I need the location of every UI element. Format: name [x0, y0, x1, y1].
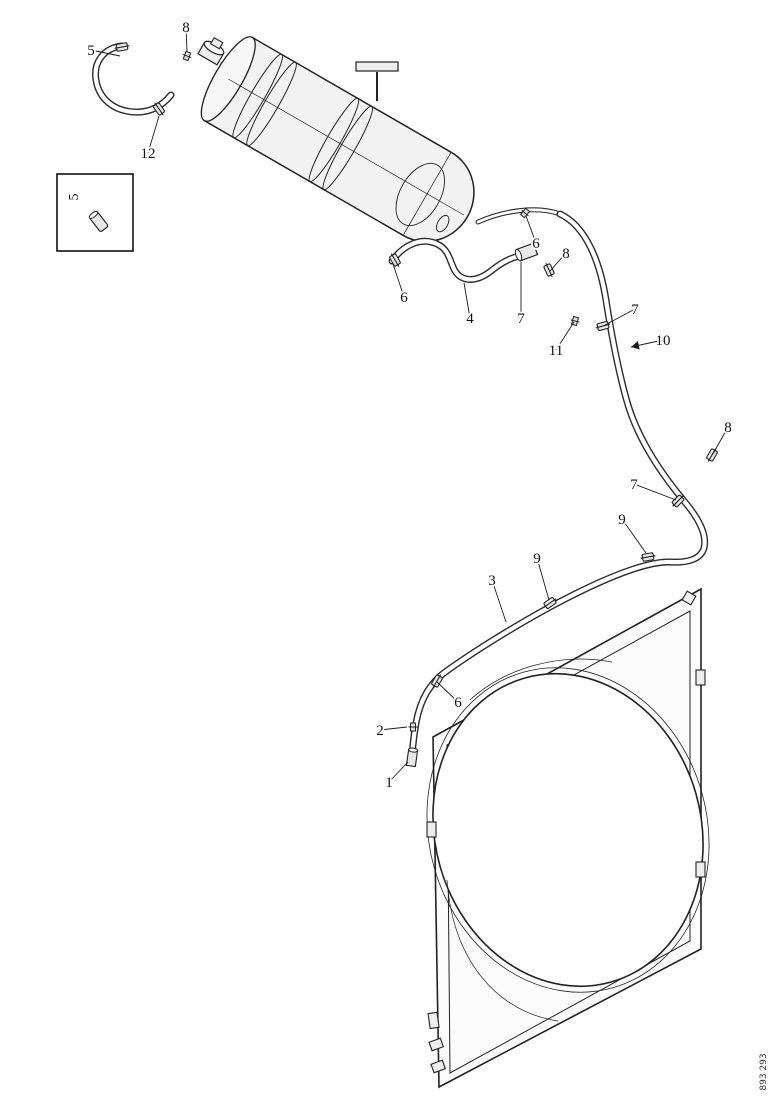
callout-leader-line [712, 426, 729, 455]
callout-label: 6 [454, 695, 462, 711]
callout-leader-line [604, 308, 636, 326]
callout-label: 7 [630, 477, 638, 493]
shroud-clip [426, 821, 437, 838]
inset-grommet [88, 210, 109, 232]
callout-leader-line [436, 681, 459, 703]
callout-label: 12 [141, 146, 156, 162]
figure-number: 893 293 [759, 1053, 769, 1090]
callout-layer: 5 8 12 6 8 6 4 7 7 10 11 8 7 9 9 3 6 2 1 [86, 18, 734, 793]
hose-clamp [704, 446, 720, 464]
shroud-bracket [430, 1059, 447, 1074]
callout-label: 1 [385, 775, 393, 791]
callout-leader-line [463, 282, 471, 319]
callout-label: 7 [517, 311, 525, 327]
inset-box: 5 [56, 173, 134, 252]
callout-label: 6 [400, 290, 408, 306]
callout-leader-line [392, 263, 405, 298]
shroud-clip [695, 669, 706, 686]
callout-leader-line [147, 115, 160, 154]
callout-leader-line [525, 215, 537, 244]
callout-label: 10 [656, 333, 671, 349]
inset-item-number: 5 [67, 194, 82, 201]
shroud-clip [695, 861, 706, 878]
callout-leader-line [185, 26, 188, 53]
filler-cap [197, 36, 225, 66]
callout-label: 8 [724, 420, 732, 436]
tank-bracket [355, 61, 399, 101]
callout-label: 11 [549, 343, 563, 359]
callout-label: 2 [376, 723, 384, 739]
callout-leader-line [621, 518, 647, 554]
callout-label: 8 [182, 20, 190, 36]
main-hose [405, 210, 720, 768]
callout-label: 3 [488, 573, 496, 589]
callout-leader-line [549, 252, 567, 272]
callout-leader-line [379, 726, 408, 731]
end-fitting [405, 747, 419, 768]
callout-leader-line [633, 483, 677, 501]
hose-clamp [542, 261, 556, 279]
callout-label: 4 [466, 311, 474, 327]
callout-label: 9 [618, 512, 626, 528]
callout-leader-line [555, 321, 575, 351]
callout-leader-line [491, 579, 507, 623]
callout-leader-line [90, 49, 121, 57]
shroud-clip [427, 1011, 440, 1030]
reservoir-tank [197, 36, 475, 243]
hose-fitting [514, 242, 539, 262]
shroud-clip [681, 590, 697, 606]
callout-label: 7 [631, 302, 639, 318]
callout-leader-line [388, 761, 409, 783]
radiator-shroud [426, 587, 710, 1089]
callout-label: 8 [562, 246, 570, 262]
upper-hose [92, 41, 194, 118]
callout-arrowhead [631, 341, 640, 350]
callout-label: 9 [533, 551, 541, 567]
clamp-screw [569, 315, 581, 327]
s-hose [387, 206, 563, 283]
callout-label: 5 [87, 43, 95, 59]
callout-leader-line [536, 557, 550, 601]
shroud-bracket [428, 1037, 445, 1052]
callout-label: 6 [532, 236, 540, 252]
clamp-screw [180, 50, 194, 62]
